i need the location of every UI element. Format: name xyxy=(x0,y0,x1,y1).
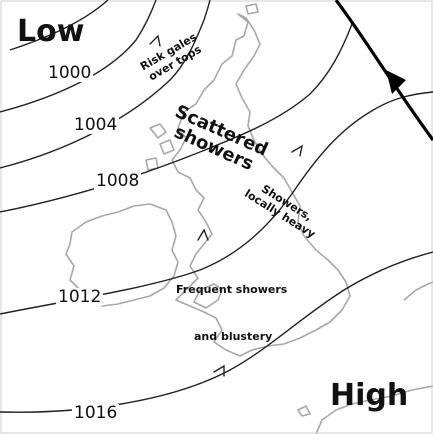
frequent-showers-label: Frequent showers xyxy=(176,283,288,296)
isobar-996 xyxy=(9,0,109,51)
high-pressure-label: High xyxy=(330,378,409,413)
isobar-1012 xyxy=(0,91,433,315)
isobar-label-1016: 1016 xyxy=(72,403,120,423)
ireland-coastline xyxy=(65,203,179,307)
isobar-1004 xyxy=(0,0,211,169)
continent-coastline xyxy=(315,385,433,434)
orkney-coastline xyxy=(245,3,259,15)
wind-arrow-1 xyxy=(149,34,161,47)
cold-front-line xyxy=(334,0,433,141)
continent-coastline-east xyxy=(403,281,433,301)
isobar-label-1000: 1000 xyxy=(46,63,94,83)
wales-coastline xyxy=(193,283,223,309)
low-pressure-label: Low xyxy=(17,14,85,49)
isobar-label-1004: 1004 xyxy=(72,115,120,135)
wind-arrow-2 xyxy=(291,144,303,157)
great-britain-coastline xyxy=(171,13,351,357)
channel-island xyxy=(297,405,311,417)
isles-coastline-1 xyxy=(149,123,167,139)
isles-coastline-2 xyxy=(159,139,175,155)
cold-front-triangle xyxy=(386,70,406,94)
isobar-label-1008: 1008 xyxy=(94,171,142,191)
isobar-label-1012: 1012 xyxy=(56,287,104,307)
wind-arrow-4 xyxy=(213,364,225,377)
isobar-1008 xyxy=(0,23,353,213)
wind-arrow-3 xyxy=(197,228,209,241)
isobar-1000 xyxy=(0,0,157,113)
blustery-label: and blustery xyxy=(194,330,273,343)
